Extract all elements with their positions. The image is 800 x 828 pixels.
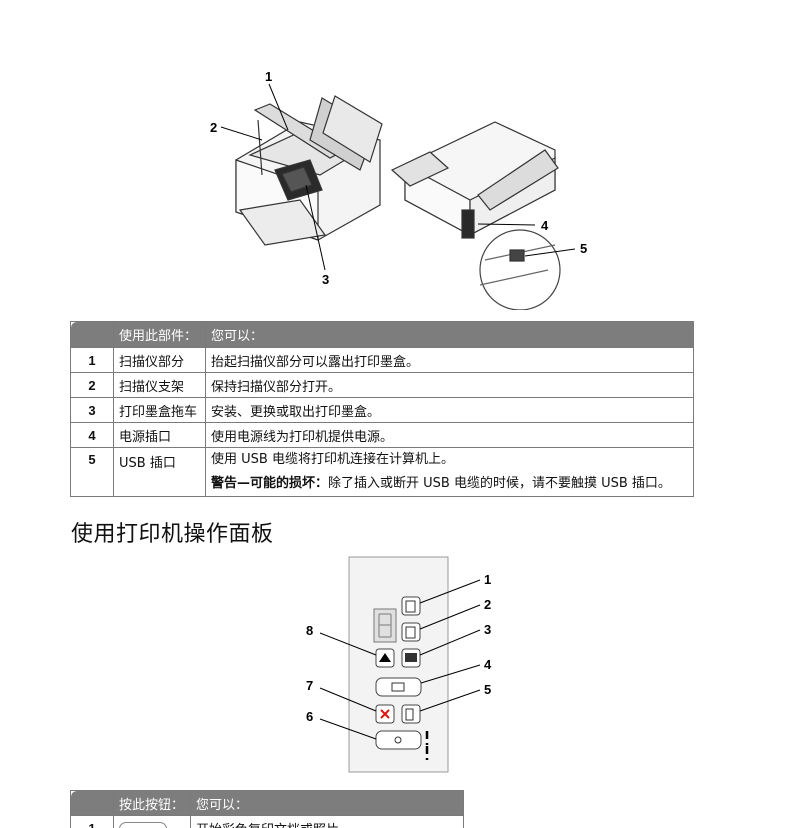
button-action: 开始彩色复印文档或照片。 xyxy=(190,815,464,828)
row-number: 5 xyxy=(70,447,114,497)
part-action: 抬起扫描仪部分可以露出打印墨盒。 xyxy=(205,347,694,373)
callout-1: 1 xyxy=(265,69,272,84)
power-button[interactable] xyxy=(375,730,422,750)
panel-callout-8: 8 xyxy=(306,623,313,638)
part-name: USB 插口 xyxy=(113,447,206,497)
panel-callout-2: 2 xyxy=(484,597,491,612)
parts-header-part: 使用此部件： xyxy=(113,321,206,348)
warning-text: 除了插入或断开 USB 电缆的时候，请不要触摸 USB 插口。 xyxy=(328,476,671,491)
table-row: 1 开始彩色复印文档或照片。 xyxy=(70,815,464,828)
panel-callout-4: 4 xyxy=(484,657,492,672)
black-copy-icon xyxy=(405,653,417,662)
table-row: 2 扫描仪支架 保持扫描仪部分打开。 xyxy=(70,372,694,398)
part-action: 保持扫描仪部分打开。 xyxy=(205,372,694,398)
buttons-header-action: 您可以： xyxy=(190,790,464,816)
button-thumbnail-icon xyxy=(119,821,167,828)
buttons-table: 按此按钮： 您可以： 1 开始彩色复印文档或照片。 xyxy=(70,790,464,828)
panel-callout-7: 7 xyxy=(306,678,313,693)
panel-callout-3: 3 xyxy=(484,622,491,637)
table-row: 1 扫描仪部分 抬起扫描仪部分可以露出打印墨盒。 xyxy=(70,347,694,373)
row-number: 2 xyxy=(70,372,114,398)
scan-icon xyxy=(391,682,405,692)
printer-open-view xyxy=(235,95,383,246)
printer-illustration: 1 2 3 4 5 xyxy=(210,69,587,310)
section-title: 使用打印机操作面板 xyxy=(71,522,274,547)
buttons-header-num xyxy=(70,790,114,816)
callout-5: 5 xyxy=(580,241,587,256)
part-name: 扫描仪部分 xyxy=(113,347,206,373)
table-row: 3 打印墨盒拖车 安装、更换或取出打印墨盒。 xyxy=(70,397,694,423)
parts-table: 使用此部件： 您可以： 1 扫描仪部分 抬起扫描仪部分可以露出打印墨盒。 2 扫… xyxy=(70,321,694,497)
color-copy-icon xyxy=(405,600,416,613)
button-thumbnail-cell xyxy=(113,815,191,828)
up-arrow-icon xyxy=(379,653,391,662)
part-name: 打印墨盒拖车 xyxy=(113,397,206,423)
power-icon xyxy=(394,736,402,744)
table-row: 4 电源插口 使用电源线为打印机提供电源。 xyxy=(70,422,694,448)
part-action: 安装、更换或取出打印墨盒。 xyxy=(205,397,694,423)
usb-warning: 警告—可能的损坏：除了插入或断开 USB 电缆的时候，请不要触摸 USB 插口。 xyxy=(211,472,688,496)
part-action: 使用 USB 电缆将打印机连接在计算机上。 警告—可能的损坏：除了插入或断开 U… xyxy=(205,447,694,497)
part-name: 电源插口 xyxy=(113,422,206,448)
panel-callout-6: 6 xyxy=(306,709,313,724)
cancel-x-icon xyxy=(380,709,390,719)
parts-header-num xyxy=(70,321,114,348)
part-action: 使用电源线为打印机提供电源。 xyxy=(205,422,694,448)
control-panel-illustration: 1 2 3 4 5 6 7 8 xyxy=(306,556,492,773)
panel-callout-5: 5 xyxy=(484,682,491,697)
photo-copy-icon xyxy=(405,626,416,639)
callout-4: 4 xyxy=(541,218,549,233)
row-number: 4 xyxy=(70,422,114,448)
warning-label: 警告—可能的损坏： xyxy=(211,476,329,491)
parts-header-action: 您可以： xyxy=(205,321,694,348)
callout-2: 2 xyxy=(210,120,217,135)
row-number: 1 xyxy=(70,815,114,828)
callout-3: 3 xyxy=(322,272,329,287)
table-row: 5 USB 插口 使用 USB 电缆将打印机连接在计算机上。 警告—可能的损坏：… xyxy=(70,447,694,497)
panel-callout-1: 1 xyxy=(484,572,491,587)
row-number: 1 xyxy=(70,347,114,373)
paper-feed-icon xyxy=(405,708,414,721)
usb-action-text: 使用 USB 电缆将打印机连接在计算机上。 xyxy=(211,452,454,467)
scan-button[interactable] xyxy=(375,677,422,697)
buttons-header-button: 按此按钮： xyxy=(113,790,191,816)
row-number: 3 xyxy=(70,397,114,423)
part-name: 扫描仪支架 xyxy=(113,372,206,398)
printer-rear-view xyxy=(390,121,561,310)
